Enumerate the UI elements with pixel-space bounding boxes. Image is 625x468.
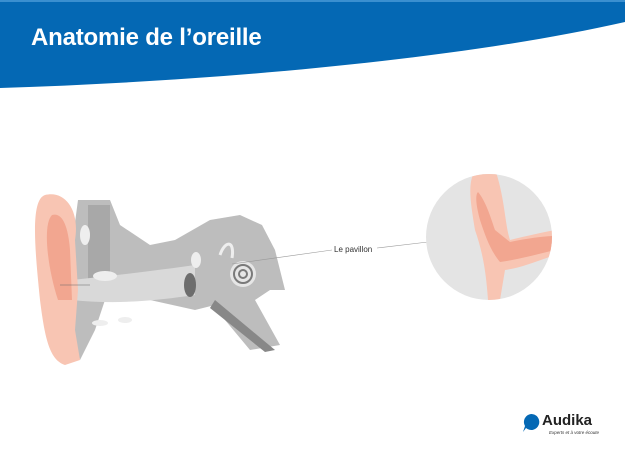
callout-line-left [231,249,333,265]
callout-line-right [376,241,429,249]
pinna-zoom-circle [426,174,552,300]
ear-cross-section [70,200,285,360]
audika-logo-icon [523,413,540,432]
header-banner [0,0,625,88]
callout-label-pavillon: Le pavillon [334,245,373,254]
brand-name: Audika [542,412,593,429]
outer-ear-pinna [35,194,80,365]
brand-tagline: Experts et à votre écoute [549,430,600,435]
page-title: Anatomie de l’oreille [31,24,262,51]
